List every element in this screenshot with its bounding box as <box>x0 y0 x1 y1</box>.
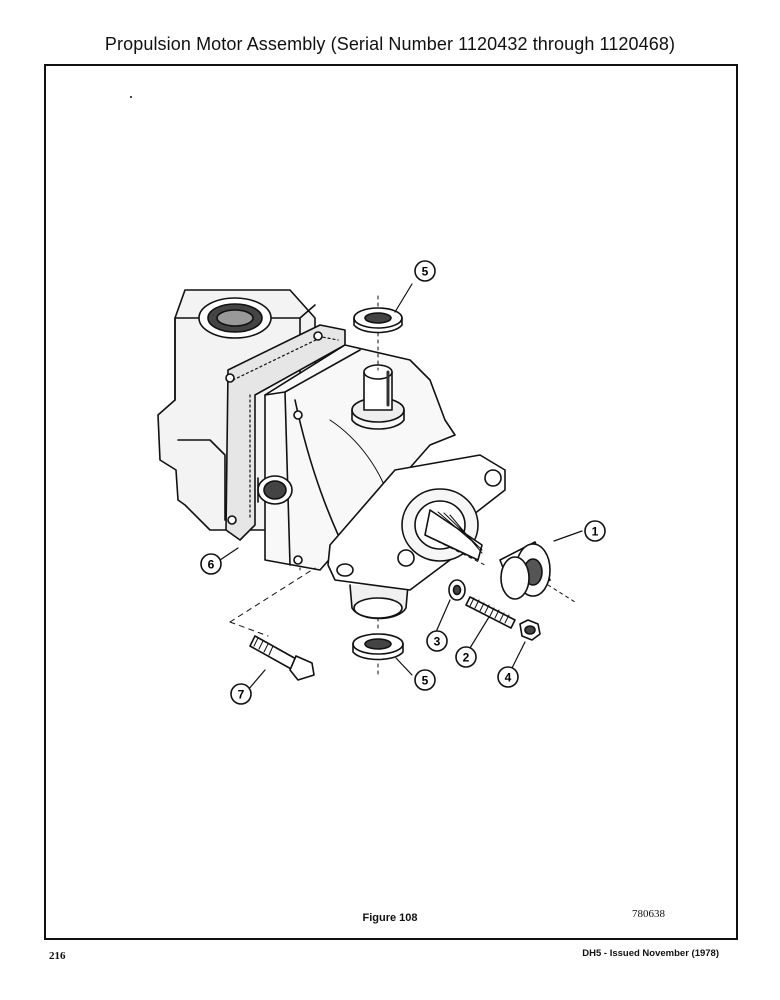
callout-4: 4 <box>497 666 519 688</box>
svg-text:2: 2 <box>463 651 470 665</box>
footer-issue-text: DH5 - Issued November (1978) <box>582 948 719 959</box>
callout-3: 3 <box>426 630 448 652</box>
output-shaft <box>424 509 486 566</box>
callout-leaders <box>219 283 589 691</box>
figure-reference-number: 780638 <box>632 908 665 920</box>
callout-2: 2 <box>455 646 477 668</box>
seal-ring <box>499 541 576 603</box>
stud <box>465 596 516 629</box>
bottom-shaft <box>349 584 409 620</box>
figure-frame <box>44 64 738 940</box>
svg-text:3: 3 <box>434 635 441 649</box>
callout-7: 7 <box>230 683 252 705</box>
callout-5-upper: 5 <box>414 260 436 282</box>
figure-caption: Figure 108 <box>362 912 418 924</box>
top-shaft <box>351 364 405 430</box>
svg-text:7: 7 <box>238 688 245 702</box>
callout-1: 1 <box>584 520 606 542</box>
upper-seal-ring <box>353 295 403 371</box>
nut <box>519 619 541 641</box>
bolt <box>229 567 316 681</box>
svg-text:4: 4 <box>505 671 512 685</box>
svg-text:5: 5 <box>422 265 429 279</box>
lower-seal-ring <box>352 617 404 679</box>
page-number: 216 <box>49 950 66 962</box>
page-title: Propulsion Motor Assembly (Serial Number… <box>104 34 676 54</box>
washer <box>448 579 466 601</box>
callout-5-lower: 5 <box>414 669 436 691</box>
svg-text:6: 6 <box>208 558 215 572</box>
svg-text:5: 5 <box>422 674 429 688</box>
svg-text:1: 1 <box>592 525 599 539</box>
gasket <box>225 324 346 541</box>
callout-6: 6 <box>200 553 222 575</box>
